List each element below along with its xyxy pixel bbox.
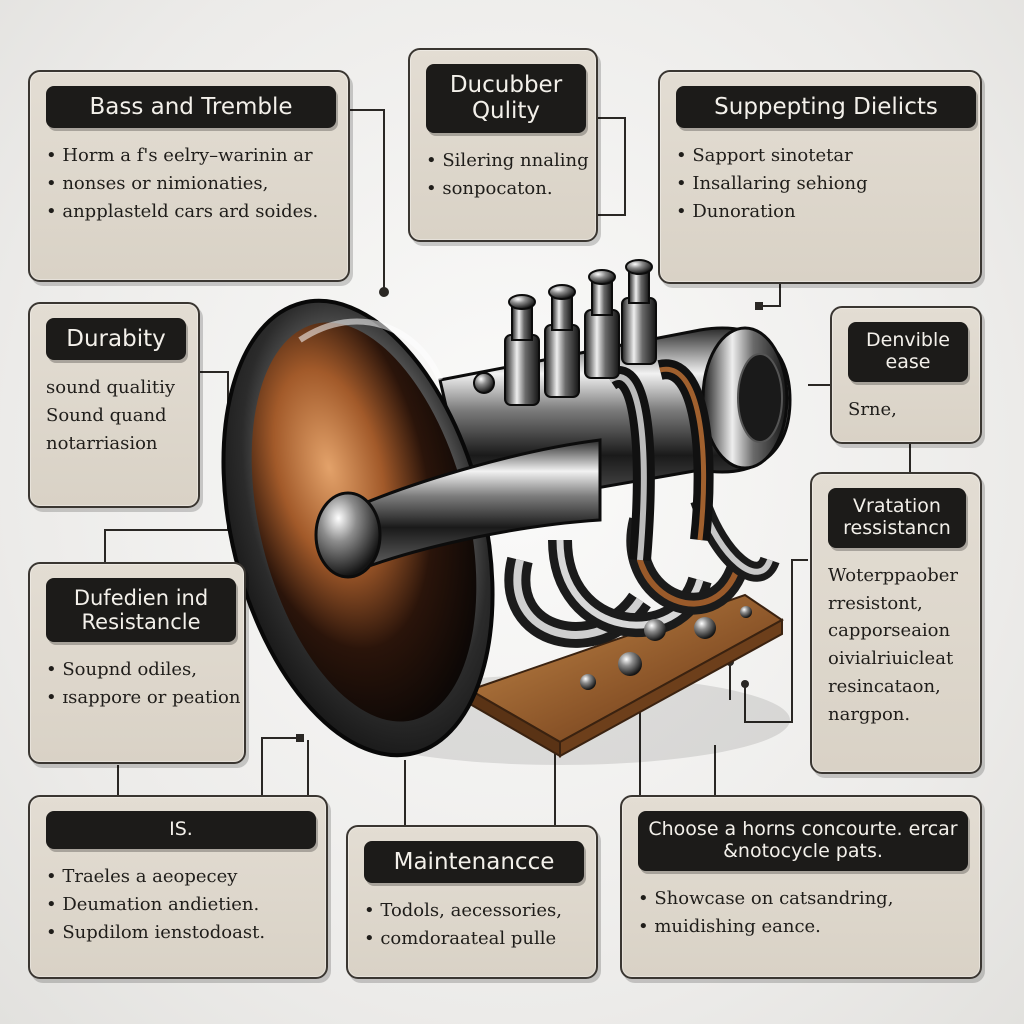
card-title: Durabity [46, 318, 186, 361]
card-title: Vratation ressistancn [828, 488, 966, 548]
list-item: Sound quand [46, 405, 167, 427]
list-item: notarriasion [46, 433, 158, 455]
list-item: Insallaring sehiong [676, 170, 964, 198]
list-item: rresistont, [828, 592, 923, 614]
list-item: anpplasteld cars ard soides. [46, 198, 332, 226]
list-item: Deumation andietien. [46, 891, 310, 919]
card-items: Showcase on catsandring, muidishing eanc… [638, 885, 964, 941]
card-choose-horns: Choose a horns concourte. ercar &notocyc… [620, 795, 982, 979]
list-item: Woterppaober [828, 564, 958, 586]
list-item: Supdilom ienstodoast. [46, 919, 310, 947]
card-items: Traeles a aeopecey Deumation andietien. … [46, 863, 310, 947]
list-item: Silering nnaling [426, 147, 588, 175]
card-items: Silering nnaling sonpocaton. [426, 147, 588, 203]
card-denvible-ease: Denvible ease Srne, [830, 306, 982, 444]
card-items: Sapport sinotetar Insallaring sehiong Du… [676, 142, 964, 226]
list-item: muidishing eance. [638, 913, 964, 941]
list-item: resincataon, [828, 676, 941, 698]
car-horn-illustration [221, 259, 792, 765]
list-item: nonses or nimionaties, [46, 170, 332, 198]
card-dufedien-resistance: Dufedien ind Resistancle Soupnd odiles, … [28, 562, 246, 764]
list-item: Showcase on catsandring, [638, 885, 964, 913]
card-title: Bass and Tremble [46, 86, 336, 129]
card-vibration-resistance: Vratation ressistancn Woterppaober rresi… [810, 472, 982, 774]
list-item: ɪsappore or peation [46, 684, 240, 712]
card-bass-and-treble: Bass and Tremble Horm a f's eelry–warini… [28, 70, 350, 282]
card-ducubber-quality: Ducubber Qulity Silering nnaling sonpoca… [408, 48, 598, 242]
list-item: Sapport sinotetar [676, 142, 964, 170]
card-supporting-dialects: Suppepting Dielicts Sapport sinotetar In… [658, 70, 982, 284]
list-item: nargpon. [828, 704, 911, 726]
list-item: Horm a f's eelry–warinin ar [46, 142, 332, 170]
card-items: sound qualitiy Sound quand notarriasion [46, 374, 182, 458]
list-item: capporseaion [828, 620, 951, 642]
card-items: Soupnd odiles, ɪsappore or peation [46, 656, 240, 712]
list-item: oivialriuicleat [828, 648, 954, 670]
card-items: Todols, aecessories, comdoraateal pulle [364, 897, 580, 953]
card-items: Woterppaober rresistont, capporseaion oi… [828, 562, 964, 729]
card-items: Srne, [848, 396, 964, 424]
card-title: IS. [46, 811, 316, 849]
list-item: Dunoration [676, 198, 964, 226]
card-title: Dufedien ind Resistancle [46, 578, 236, 643]
card-items: Horm a f's eelry–warinin ar nonses or ni… [46, 142, 332, 226]
list-item: Todols, aecessories, [364, 897, 580, 925]
card-title: Maintenancce [364, 841, 584, 884]
card-title: Denvible ease [848, 322, 968, 382]
card-maintenance: Maintenancce Todols, aecessories, comdor… [346, 825, 598, 979]
card-is: IS. Traeles a aeopecey Deumation andieti… [28, 795, 328, 979]
list-item: Traeles a aeopecey [46, 863, 310, 891]
list-item: sonpocaton. [426, 175, 580, 203]
list-item: Soupnd odiles, [46, 656, 228, 684]
card-durability: Durabity sound qualitiy Sound quand nota… [28, 302, 200, 508]
card-title: Suppepting Dielicts [676, 86, 976, 129]
list-item: sound qualitiy [46, 377, 176, 399]
list-item: comdoraateal pulle [364, 925, 580, 953]
card-title: Choose a horns concourte. ercar &notocyc… [638, 811, 968, 871]
card-title: Ducubber Qulity [426, 64, 586, 133]
list-item: Srne, [848, 398, 897, 420]
